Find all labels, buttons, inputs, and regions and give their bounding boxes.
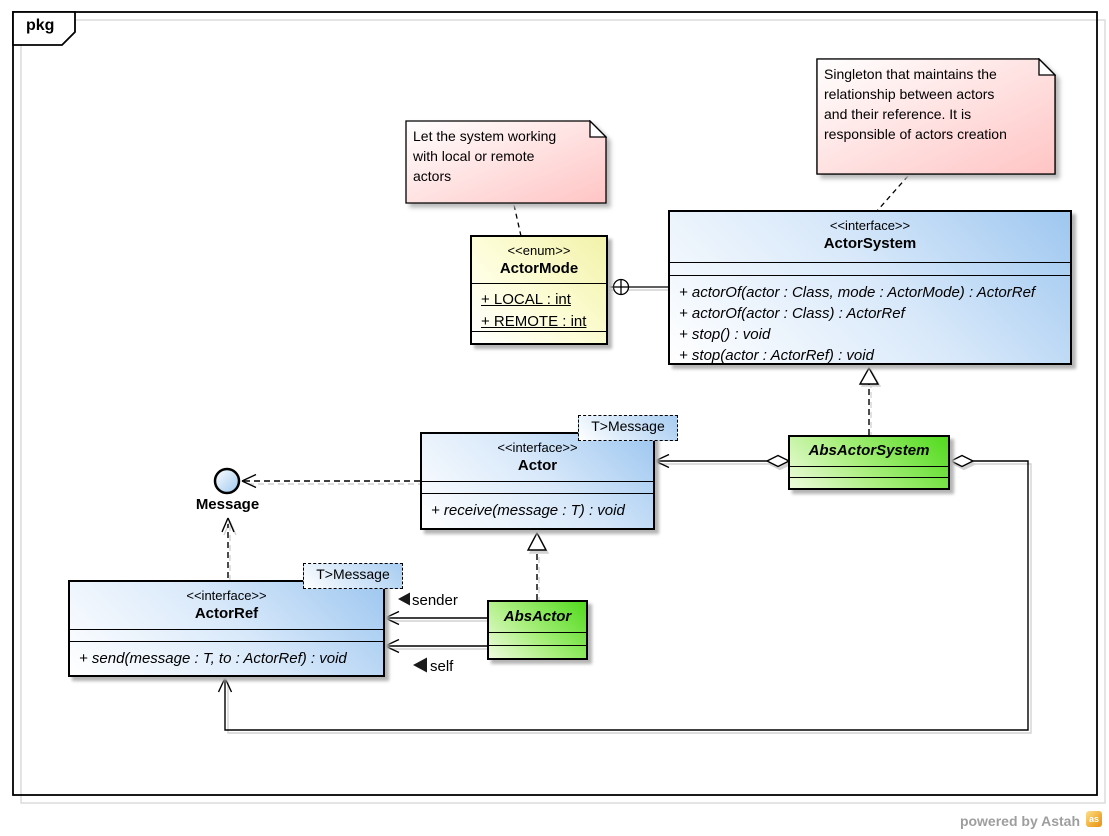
anchor-singleton-note xyxy=(876,175,909,212)
aggregation-absactorsystem-actorref xyxy=(217,454,1029,731)
powered-by-credit: powered by Astah xyxy=(959,813,1080,829)
open-arrowhead-icon xyxy=(217,677,233,693)
empty-compartment xyxy=(790,466,948,477)
open-arrowhead-icon xyxy=(384,638,400,654)
note-body xyxy=(405,120,607,204)
stereotype-label: <<enum>> xyxy=(507,243,571,258)
open-arrowhead-icon xyxy=(221,517,235,533)
hollow-diamond-icon xyxy=(765,454,791,468)
empty-compartment xyxy=(70,629,383,641)
aggregation-absactorsystem-actor xyxy=(654,453,791,469)
empty-compartment xyxy=(422,481,653,493)
self-direction-triangle-icon xyxy=(413,657,427,673)
frame-tab-shape xyxy=(12,11,76,46)
message-interface-label: Message xyxy=(195,496,260,513)
frame-tag-label: pkg xyxy=(26,17,55,34)
association-label-self: self xyxy=(430,658,454,675)
astah-logo-icon: as xyxy=(1086,811,1102,827)
class-name-label: ActorMode xyxy=(499,260,579,277)
anchor-mode-note xyxy=(513,204,522,237)
operation: + stop(actor : ActorRef) : void xyxy=(679,347,874,364)
dependency-actorref-message xyxy=(221,517,235,578)
association-absactor-actorref-sender xyxy=(384,610,487,626)
containment-edge-actorsystem-actormode xyxy=(608,278,668,296)
class-name-label: Actor xyxy=(517,457,558,474)
empty-compartment xyxy=(489,632,586,645)
message-interface-circle[interactable] xyxy=(213,467,241,495)
stereotype-label: <<interface>> xyxy=(829,218,911,233)
class-absactor[interactable]: AbsActor xyxy=(487,600,588,660)
operation: + actorOf(actor : Class, mode : ActorMod… xyxy=(679,284,1036,301)
operation: + receive(message : T) : void xyxy=(431,502,625,519)
open-arrowhead-icon xyxy=(384,610,400,626)
class-name-label: ActorRef xyxy=(194,605,259,622)
note-singleton[interactable]: Singleton that maintains the relationshi… xyxy=(816,58,1056,175)
sender-direction-triangle-icon xyxy=(398,592,410,606)
association-label-sender: sender xyxy=(412,592,458,609)
note-anchor-lines xyxy=(513,175,909,237)
template-parameter-actorref: T>Message xyxy=(303,563,403,589)
class-actormode[interactable]: <<enum>> ActorMode + LOCAL : int + REMOT… xyxy=(470,235,608,345)
empty-compartment xyxy=(489,645,586,658)
realization-absactor-actor xyxy=(526,531,548,600)
note-actor-mode-text: Let the system working with local or rem… xyxy=(413,128,557,184)
note-fold-corner-icon xyxy=(1038,58,1056,76)
open-arrowhead-icon xyxy=(241,473,257,489)
class-name-label: AbsActor xyxy=(503,608,572,625)
note-actor-mode[interactable]: Let the system working with local or rem… xyxy=(405,120,607,204)
stereotype-label: <<interface>> xyxy=(497,440,578,455)
realization-absactorsystem-actorsystem xyxy=(858,366,880,435)
class-name-label: ActorSystem xyxy=(823,235,917,252)
class-name-label: AbsActorSystem xyxy=(808,442,930,459)
enum-literal: + LOCAL : int xyxy=(481,291,571,308)
class-absactorsystem[interactable]: AbsActorSystem xyxy=(788,435,950,490)
operation: + actorOf(actor : Class) : ActorRef xyxy=(679,305,905,322)
note-singleton-text: Singleton that maintains the relationshi… xyxy=(824,66,1007,142)
association-absactor-actorref-self xyxy=(384,638,487,654)
empty-compartment xyxy=(670,262,1070,275)
stereotype-label: <<interface>> xyxy=(186,588,267,603)
diagram-frame xyxy=(12,11,1106,804)
enum-literal: + REMOTE : int xyxy=(481,313,587,330)
class-actor[interactable]: <<interface>> Actor + receive(message : … xyxy=(420,432,655,530)
template-parameter-actor: T>Message xyxy=(578,415,678,441)
hollow-diamond-icon xyxy=(949,454,975,468)
hollow-triangle-icon xyxy=(858,366,880,385)
class-actorref[interactable]: <<interface>> ActorRef + send(message : … xyxy=(68,580,385,677)
open-arrowhead-icon xyxy=(654,453,670,469)
dependency-actor-message xyxy=(241,473,420,489)
empty-compartment xyxy=(790,477,948,488)
operation: + send(message : T, to : ActorRef) : voi… xyxy=(79,650,347,667)
empty-compartment xyxy=(472,331,606,343)
operation: + stop() : void xyxy=(679,326,771,343)
hollow-triangle-icon xyxy=(526,531,548,551)
class-actorsystem[interactable]: <<interface>> ActorSystem + actorOf(acto… xyxy=(668,210,1072,365)
note-fold-corner-icon xyxy=(589,120,607,138)
